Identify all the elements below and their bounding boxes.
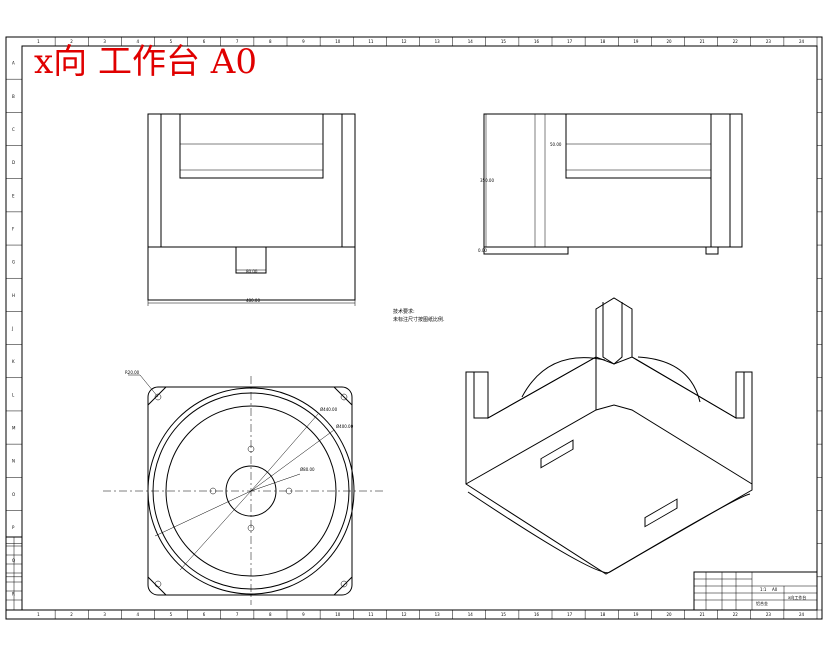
- border-zone-number: 3: [103, 612, 106, 617]
- border-zone-number: 17: [567, 39, 573, 44]
- border-zone-letter: D: [12, 160, 15, 165]
- border-zone-number: 7: [236, 612, 239, 617]
- border-zone-number: 11: [368, 612, 374, 617]
- border-zone-letter: K: [12, 359, 15, 364]
- border-zone-number: 7: [236, 39, 239, 44]
- border-zone-number: 21: [700, 612, 706, 617]
- border-zone-number: 16: [534, 39, 540, 44]
- border-zone-letter: E: [12, 193, 15, 198]
- title-block-name: x向工作台: [788, 594, 806, 600]
- border-zone-number: 12: [401, 39, 407, 44]
- border-zone-number: 19: [633, 39, 639, 44]
- border-zone-letter: B: [12, 94, 15, 99]
- border-zone-letter: F: [12, 226, 15, 231]
- border-zone-letter: P: [12, 525, 15, 530]
- border-zone-number: 21: [700, 39, 706, 44]
- border-zone-letter: O: [12, 492, 15, 497]
- title-block-sheet: A0: [772, 587, 778, 592]
- border-zone-number: 16: [534, 612, 540, 617]
- border-zone-number: 23: [766, 39, 772, 44]
- border-zone-number: 3: [103, 39, 106, 44]
- revision-table: [5, 536, 23, 611]
- border-zone-number: 24: [799, 39, 805, 44]
- border-zone-number: 1: [37, 612, 40, 617]
- border-zone-number: 14: [468, 39, 474, 44]
- dim-side-height: 350.00: [480, 178, 494, 183]
- border-zone-number: 11: [368, 39, 374, 44]
- border-zone-number: 9: [302, 612, 305, 617]
- border-zone-number: 18: [600, 39, 606, 44]
- border-zone-letter: C: [12, 127, 15, 132]
- border-zone-number: 14: [468, 612, 474, 617]
- tech-note-heading: 技术要求:: [393, 308, 415, 315]
- border-zone-letter: H: [12, 293, 15, 298]
- title-block-material: 铝合金: [756, 600, 768, 606]
- border-zone-number: 8: [269, 39, 272, 44]
- dim-plan-d3: Ø80.00: [300, 467, 315, 472]
- border-zone-number: 6: [203, 39, 206, 44]
- border-zone-number: 5: [170, 612, 173, 617]
- border-zone-number: 8: [269, 612, 272, 617]
- dim-side-ref: 0.00: [478, 248, 487, 253]
- border-zone-number: 13: [435, 612, 441, 617]
- title-block: x向工作台 1:1 A0 铝合金: [693, 571, 818, 611]
- side-view: 350.00 50.00 0.00: [478, 113, 743, 255]
- isometric-view: [465, 297, 753, 575]
- border-zone-number: 9: [302, 39, 305, 44]
- border-zone-number: 20: [666, 39, 672, 44]
- border-zone-number: 18: [600, 612, 606, 617]
- border-zone-number: 19: [633, 612, 639, 617]
- front-view: 80.00 480.00: [147, 113, 356, 306]
- title-block-scale: 1:1: [760, 587, 767, 592]
- dim-plan-d1: Ø440.00: [320, 407, 338, 412]
- dim-front-slot: 80.00: [246, 269, 258, 274]
- border-zone-number: 10: [335, 39, 341, 44]
- border-zone-letter: J: [11, 326, 13, 331]
- border-zone-letter: R: [12, 591, 15, 596]
- plan-view: R20.00 Ø440.00 Ø400.00 Ø80.00: [103, 370, 385, 605]
- border-zone-number: 5: [170, 39, 173, 44]
- border-zone-number: 12: [401, 612, 407, 617]
- border-zone-number: 17: [567, 612, 573, 617]
- dim-front-width: 480.00: [246, 298, 260, 303]
- border-zone-number: 4: [136, 612, 139, 617]
- dim-plan-d2: Ø400.00: [336, 424, 354, 429]
- border-zone-number: 10: [335, 612, 341, 617]
- border-zone-letter: N: [12, 459, 15, 464]
- inner-frame: [21, 45, 818, 611]
- tech-note-body: 未标注尺寸按图纸比例.: [393, 316, 445, 323]
- border-zone-letter: G: [12, 260, 15, 265]
- border-zone-number: 6: [203, 612, 206, 617]
- drawing-title: x向 工作台 A0: [34, 42, 257, 82]
- dim-side-depth: 50.00: [550, 142, 562, 147]
- border-zone-number: 23: [766, 612, 772, 617]
- border-zone-letter: A: [12, 61, 15, 66]
- border-zone-ticks-top: 1122334455667788991010111112121313141415…: [37, 37, 818, 619]
- border-zone-letter: L: [12, 392, 15, 397]
- border-zone-letter: M: [12, 426, 16, 431]
- border-zone-letter: Q: [12, 558, 15, 563]
- border-zone-number: 2: [70, 612, 73, 617]
- border-zone-ticks-left: A B C D E F G H J K L M N O P Q R: [6, 61, 822, 611]
- border-zone-number: 24: [799, 612, 805, 617]
- border-zone-number: 20: [666, 612, 672, 617]
- dim-plan-corner: R20.00: [125, 370, 140, 375]
- border-zone-number: 15: [501, 612, 507, 617]
- border-zone-number: 13: [435, 39, 441, 44]
- border-zone-number: 22: [733, 612, 739, 617]
- border-zone-number: 22: [733, 39, 739, 44]
- border-zone-number: 1: [37, 39, 40, 44]
- border-zone-number: 15: [501, 39, 507, 44]
- border-zone-number: 2: [70, 39, 73, 44]
- border-zone-number: 4: [136, 39, 139, 44]
- outer-frame: [5, 36, 823, 620]
